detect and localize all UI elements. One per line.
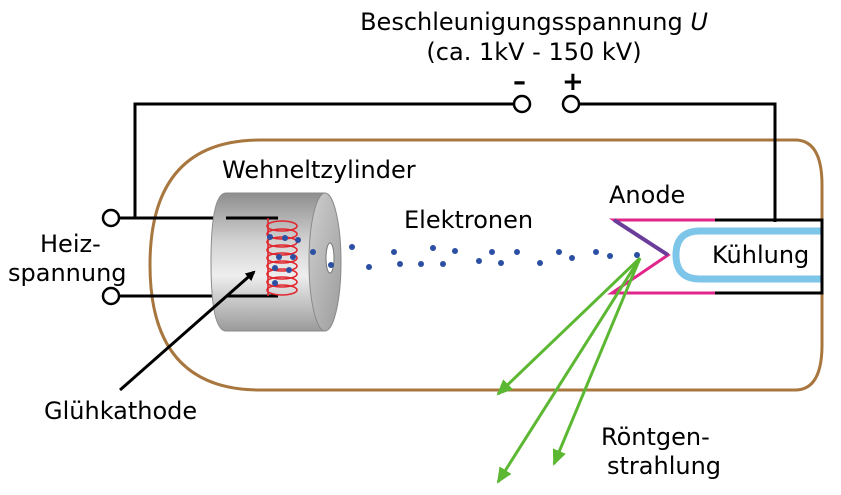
title-text: Beschleunigungsspannung — [360, 8, 683, 36]
gluehkathode-label: Glühkathode — [44, 397, 198, 425]
heizspannung-label-1: Heiz- — [40, 230, 101, 258]
gluehkathode-arrow — [119, 270, 256, 392]
terminal-heater-top — [101, 208, 121, 228]
kuehlung-label: Kühlung — [712, 241, 810, 269]
elektronen-label: Elektronen — [404, 206, 534, 234]
terminal-minus — [512, 94, 532, 114]
roentgen-label-1: Röntgen- — [601, 423, 710, 451]
anode-target — [612, 218, 670, 257]
electron-beam — [267, 234, 640, 286]
terminal-plus — [561, 94, 581, 114]
wire-plus — [571, 102, 777, 222]
tube-outline — [148, 138, 824, 392]
anode-label: Anode — [609, 181, 686, 209]
plus-sign: + — [562, 67, 584, 97]
voltage-symbol: U — [690, 8, 708, 36]
xray-arrows — [496, 256, 642, 484]
terminal-heater-bottom — [101, 286, 121, 306]
title-line-1: Beschleunigungsspannung U — [360, 8, 708, 37]
title-line-2: (ca. 1kV - 150 kV) — [426, 38, 642, 66]
wehnelt-label: Wehneltzylinder — [222, 156, 416, 184]
heizspannung-label-2: spannung — [8, 259, 127, 287]
anode-housing-black — [715, 218, 824, 295]
cooling-channel — [672, 227, 822, 283]
minus-sign: – — [513, 67, 526, 97]
filament-coil — [266, 218, 298, 296]
roentgen-label-2: strahlung — [607, 452, 722, 480]
